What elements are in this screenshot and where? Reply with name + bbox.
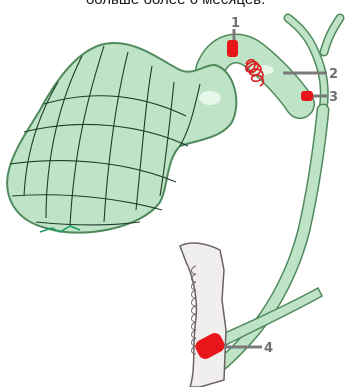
gallbladder — [7, 43, 236, 233]
stone-marker-1 — [227, 40, 238, 57]
label-4: 4 — [264, 341, 273, 356]
caption-text: больше более 6 месяцев. — [0, 0, 351, 8]
gallbladder-highlight — [199, 91, 221, 105]
pancreatic-duct — [213, 288, 322, 348]
stone-marker-3 — [301, 91, 313, 101]
label-2: 2 — [329, 67, 338, 82]
duodenum — [180, 243, 226, 387]
label-1: 1 — [231, 16, 240, 31]
label-3: 3 — [329, 90, 338, 105]
